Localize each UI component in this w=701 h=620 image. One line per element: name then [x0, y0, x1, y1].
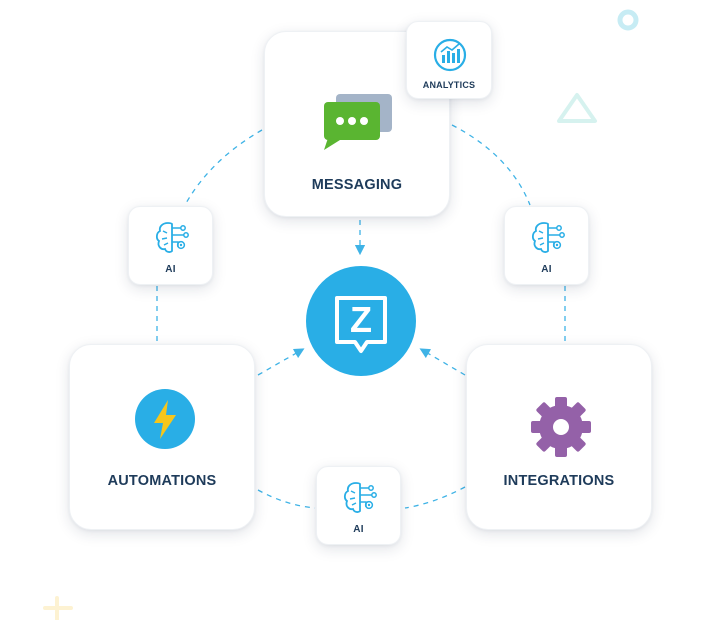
decor-plus — [43, 596, 73, 620]
arrow-right — [419, 348, 466, 376]
ring-arc-top-left — [184, 129, 263, 206]
automations-card[interactable]: AUTOMATIONS — [69, 344, 255, 530]
ai-left-label: AI — [165, 264, 176, 275]
ring-arc-bottom-right — [404, 486, 466, 509]
decor-ring — [617, 9, 639, 31]
z-chat-icon — [335, 296, 387, 353]
decor-triangle — [557, 93, 597, 123]
lightning-bolt-icon — [134, 388, 196, 450]
ai-bottom-card[interactable]: AI — [316, 466, 401, 545]
ai-brain-icon — [154, 219, 190, 255]
arrow-left — [257, 348, 305, 376]
center-letter: Z — [350, 299, 372, 340]
ring-arc-top-right — [451, 124, 531, 206]
analytics-card[interactable]: ANALYTICS — [406, 21, 492, 99]
ai-right-card[interactable]: AI — [504, 206, 589, 285]
analytics-chart-icon — [433, 38, 467, 72]
ai-bottom-label: AI — [353, 524, 364, 535]
ai-left-card[interactable]: AI — [128, 206, 213, 285]
integrations-label: INTEGRATIONS — [503, 473, 615, 489]
gear-icon — [530, 396, 592, 458]
ai-brain-icon — [342, 479, 378, 515]
ring-arc-bottom-left — [257, 489, 316, 509]
automations-label: AUTOMATIONS — [107, 473, 217, 489]
messaging-card[interactable]: MESSAGING — [264, 31, 450, 217]
analytics-label: ANALYTICS — [422, 80, 476, 90]
center-logo[interactable]: Z — [306, 266, 416, 376]
ai-brain-icon — [530, 219, 566, 255]
ai-right-label: AI — [541, 264, 552, 275]
integrations-card[interactable]: INTEGRATIONS — [466, 344, 652, 530]
chat-bubbles-icon — [322, 90, 396, 152]
messaging-label: MESSAGING — [311, 177, 403, 193]
